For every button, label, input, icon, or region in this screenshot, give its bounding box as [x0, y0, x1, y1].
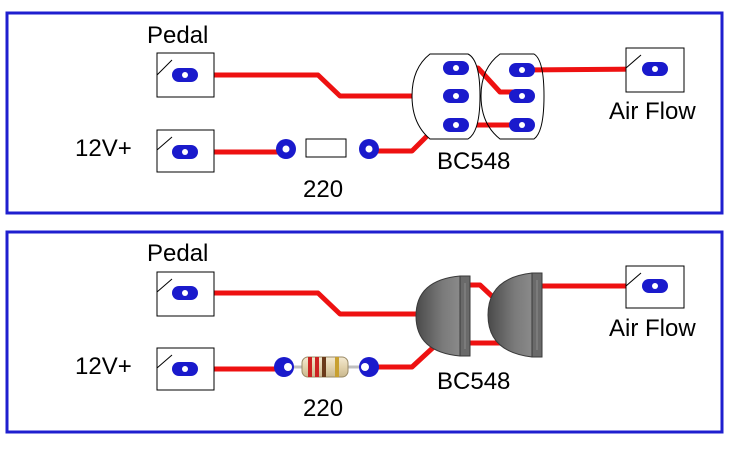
top-panel: Pedal 12V+ 220 BC548 Air Flow: [5, 11, 724, 215]
bottom-panel-frame: [5, 230, 724, 434]
top-airflow-label: Air Flow: [609, 98, 696, 125]
bottom-transistor-label: BC548: [437, 368, 510, 395]
bottom-pad-holes: [182, 283, 658, 372]
top-pedal-label: Pedal: [147, 22, 208, 49]
resistor-component: [286, 356, 369, 378]
resistor-band-1: [308, 357, 312, 377]
trace-resistor-to-collectors-b: [369, 340, 520, 370]
bottom-pads: [172, 279, 668, 377]
bottom-panel: Pedal 12V+ 220 BC548 Air Flow: [5, 230, 724, 434]
top-transistor-label: BC548: [437, 148, 510, 175]
top-supply-label: 12V+: [75, 135, 132, 162]
top-pad-holes: [182, 65, 658, 155]
trace-pedal-to-base: [186, 72, 456, 99]
pedal-connector-b: [156, 271, 215, 317]
transistor-outline-2: [480, 53, 545, 140]
transistor-body-1: [415, 275, 471, 357]
top-panel-frame: [5, 11, 724, 215]
transistor-body-2: [487, 272, 543, 358]
resistor-outline: [305, 138, 347, 158]
bottom-airflow-label: Air Flow: [609, 315, 696, 342]
trace-pedal-to-base-b: [186, 290, 456, 317]
bottom-resistor-label: 220: [303, 395, 343, 422]
bottom-pedal-label: Pedal: [147, 240, 208, 267]
trace-resistor-to-collectors: [369, 122, 520, 154]
bottom-supply-label: 12V+: [75, 353, 132, 380]
airflow-connector: [625, 47, 685, 93]
top-resistor-label: 220: [303, 176, 343, 203]
resistor-band-4: [335, 357, 339, 377]
resistor-band-3: [322, 357, 326, 377]
resistor-band-2: [315, 357, 319, 377]
